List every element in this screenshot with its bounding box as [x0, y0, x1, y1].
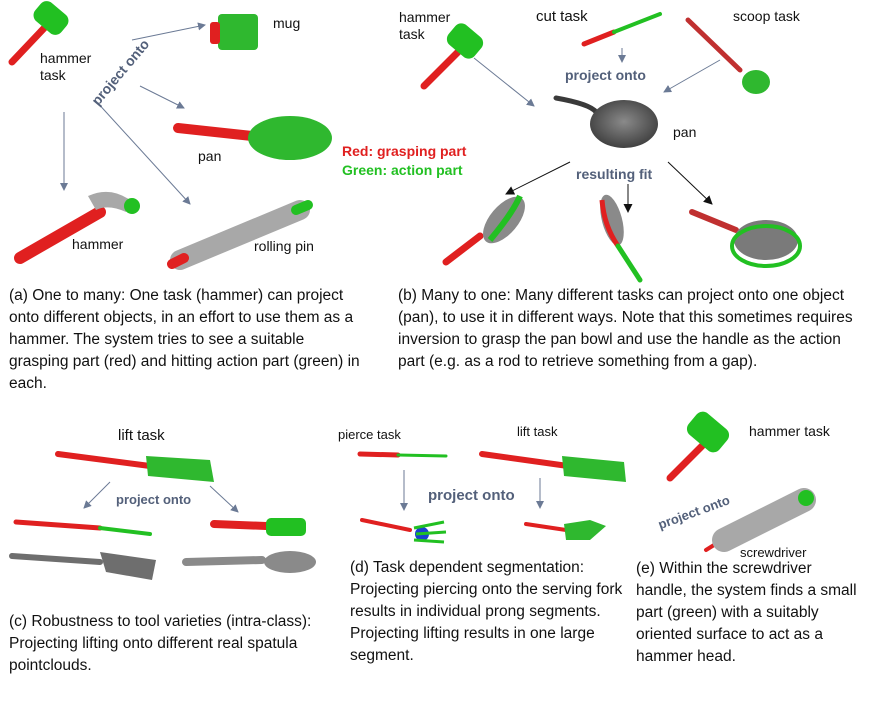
arrow-c-right: [209, 485, 239, 513]
panel-d-graphics: [357, 451, 626, 544]
panel-a-hammer-label: hammer: [72, 236, 124, 252]
arrow-to-rolling-pin: [94, 99, 191, 205]
hammer-pointcloud: [14, 191, 140, 264]
panel-a-graphics: [8, 1, 332, 270]
panel-d-lift-task-label: lift task: [517, 424, 558, 439]
panel-c-lift-task-label: lift task: [118, 427, 165, 444]
panel-d-caption: (d) Task dependent segmentation: Project…: [350, 559, 623, 664]
pan-model-center: [553, 95, 658, 148]
panel-b-scoop-task-label: scoop task: [733, 8, 800, 24]
panel-a-mug-label: mug: [273, 15, 301, 31]
legend-red-grasping: Red: grasping part: [342, 143, 467, 159]
panel-d-pierce-task-label: pierce task: [338, 427, 401, 442]
scoop-task-pointcloud: [685, 17, 770, 94]
pierce-task-pointcloud: [357, 451, 448, 458]
arrow-c-left: [83, 481, 111, 509]
panel-e-caption: (e) Within the screwdriver handle, the s…: [636, 560, 857, 665]
panel-e-hammer-task-label: hammer task: [749, 423, 830, 439]
hammer-task-pointcloud-e: [666, 411, 730, 482]
screwdriver-pointcloud: [704, 488, 816, 552]
pan-fit-cut: [599, 194, 643, 283]
panel-b-resulting-fit-label: resulting fit: [576, 166, 653, 182]
panel-c-caption: (c) Robustness to tool varieties (intra-…: [9, 613, 312, 674]
hammer-task-pointcloud-b: [420, 23, 484, 90]
panel-d-project-onto-label: project onto: [428, 487, 515, 504]
lift-task-pointcloud-d: [479, 451, 626, 482]
panel-e-screwdriver-label: screwdriver: [740, 545, 807, 560]
spatula-real-1: [9, 552, 156, 580]
arrow-hammer-to-pan: [473, 57, 535, 107]
rolling-pin-pointcloud: [167, 200, 313, 270]
arrow-to-pan: [139, 85, 185, 109]
panel-e-graphics: [666, 411, 816, 552]
arrow-scoop-to-pan: [663, 59, 721, 93]
panel-b-hammer-task-label: hammer task: [399, 9, 451, 42]
panel-c-project-onto-label: project onto: [116, 492, 192, 507]
legend-green-action: Green: action part: [342, 162, 463, 178]
panel-b-pan-label: pan: [673, 124, 697, 140]
cut-task-pointcloud: [581, 12, 662, 47]
arrow-fit-left: [505, 161, 571, 195]
pan-pointcloud-a: [173, 116, 332, 160]
mug-pointcloud: [210, 14, 258, 50]
arrow-fit-right: [667, 161, 713, 205]
spatula-result-1: [13, 519, 152, 536]
panel-c-graphics: [9, 451, 316, 580]
lift-task-pointcloud-c: [55, 451, 214, 482]
fork-lift-result: [524, 520, 606, 540]
panel-a-rolling-pin-label: rolling pin: [254, 238, 314, 254]
panel-b-caption: (b) Many to one: Many different tasks ca…: [398, 287, 853, 370]
panel-a-hammer-task-label: hammer task: [40, 50, 92, 83]
fork-pierce-result: [360, 518, 447, 544]
panel-b-cut-task-label: cut task: [536, 8, 588, 25]
hammer-task-pointcloud: [8, 1, 69, 66]
panel-b-graphics: [420, 12, 802, 283]
pan-fit-scoop: [689, 209, 802, 268]
pan-fit-hammer: [442, 194, 525, 266]
arrow-to-mug: [131, 22, 206, 41]
panel-b-project-onto-label: project onto: [565, 67, 646, 83]
spatula-result-2: [210, 518, 306, 536]
panel-a-caption: (a) One to many: One task (hammer) can p…: [9, 287, 360, 392]
panel-a-pan-label: pan: [198, 148, 222, 164]
spatula-real-2: [182, 551, 316, 573]
